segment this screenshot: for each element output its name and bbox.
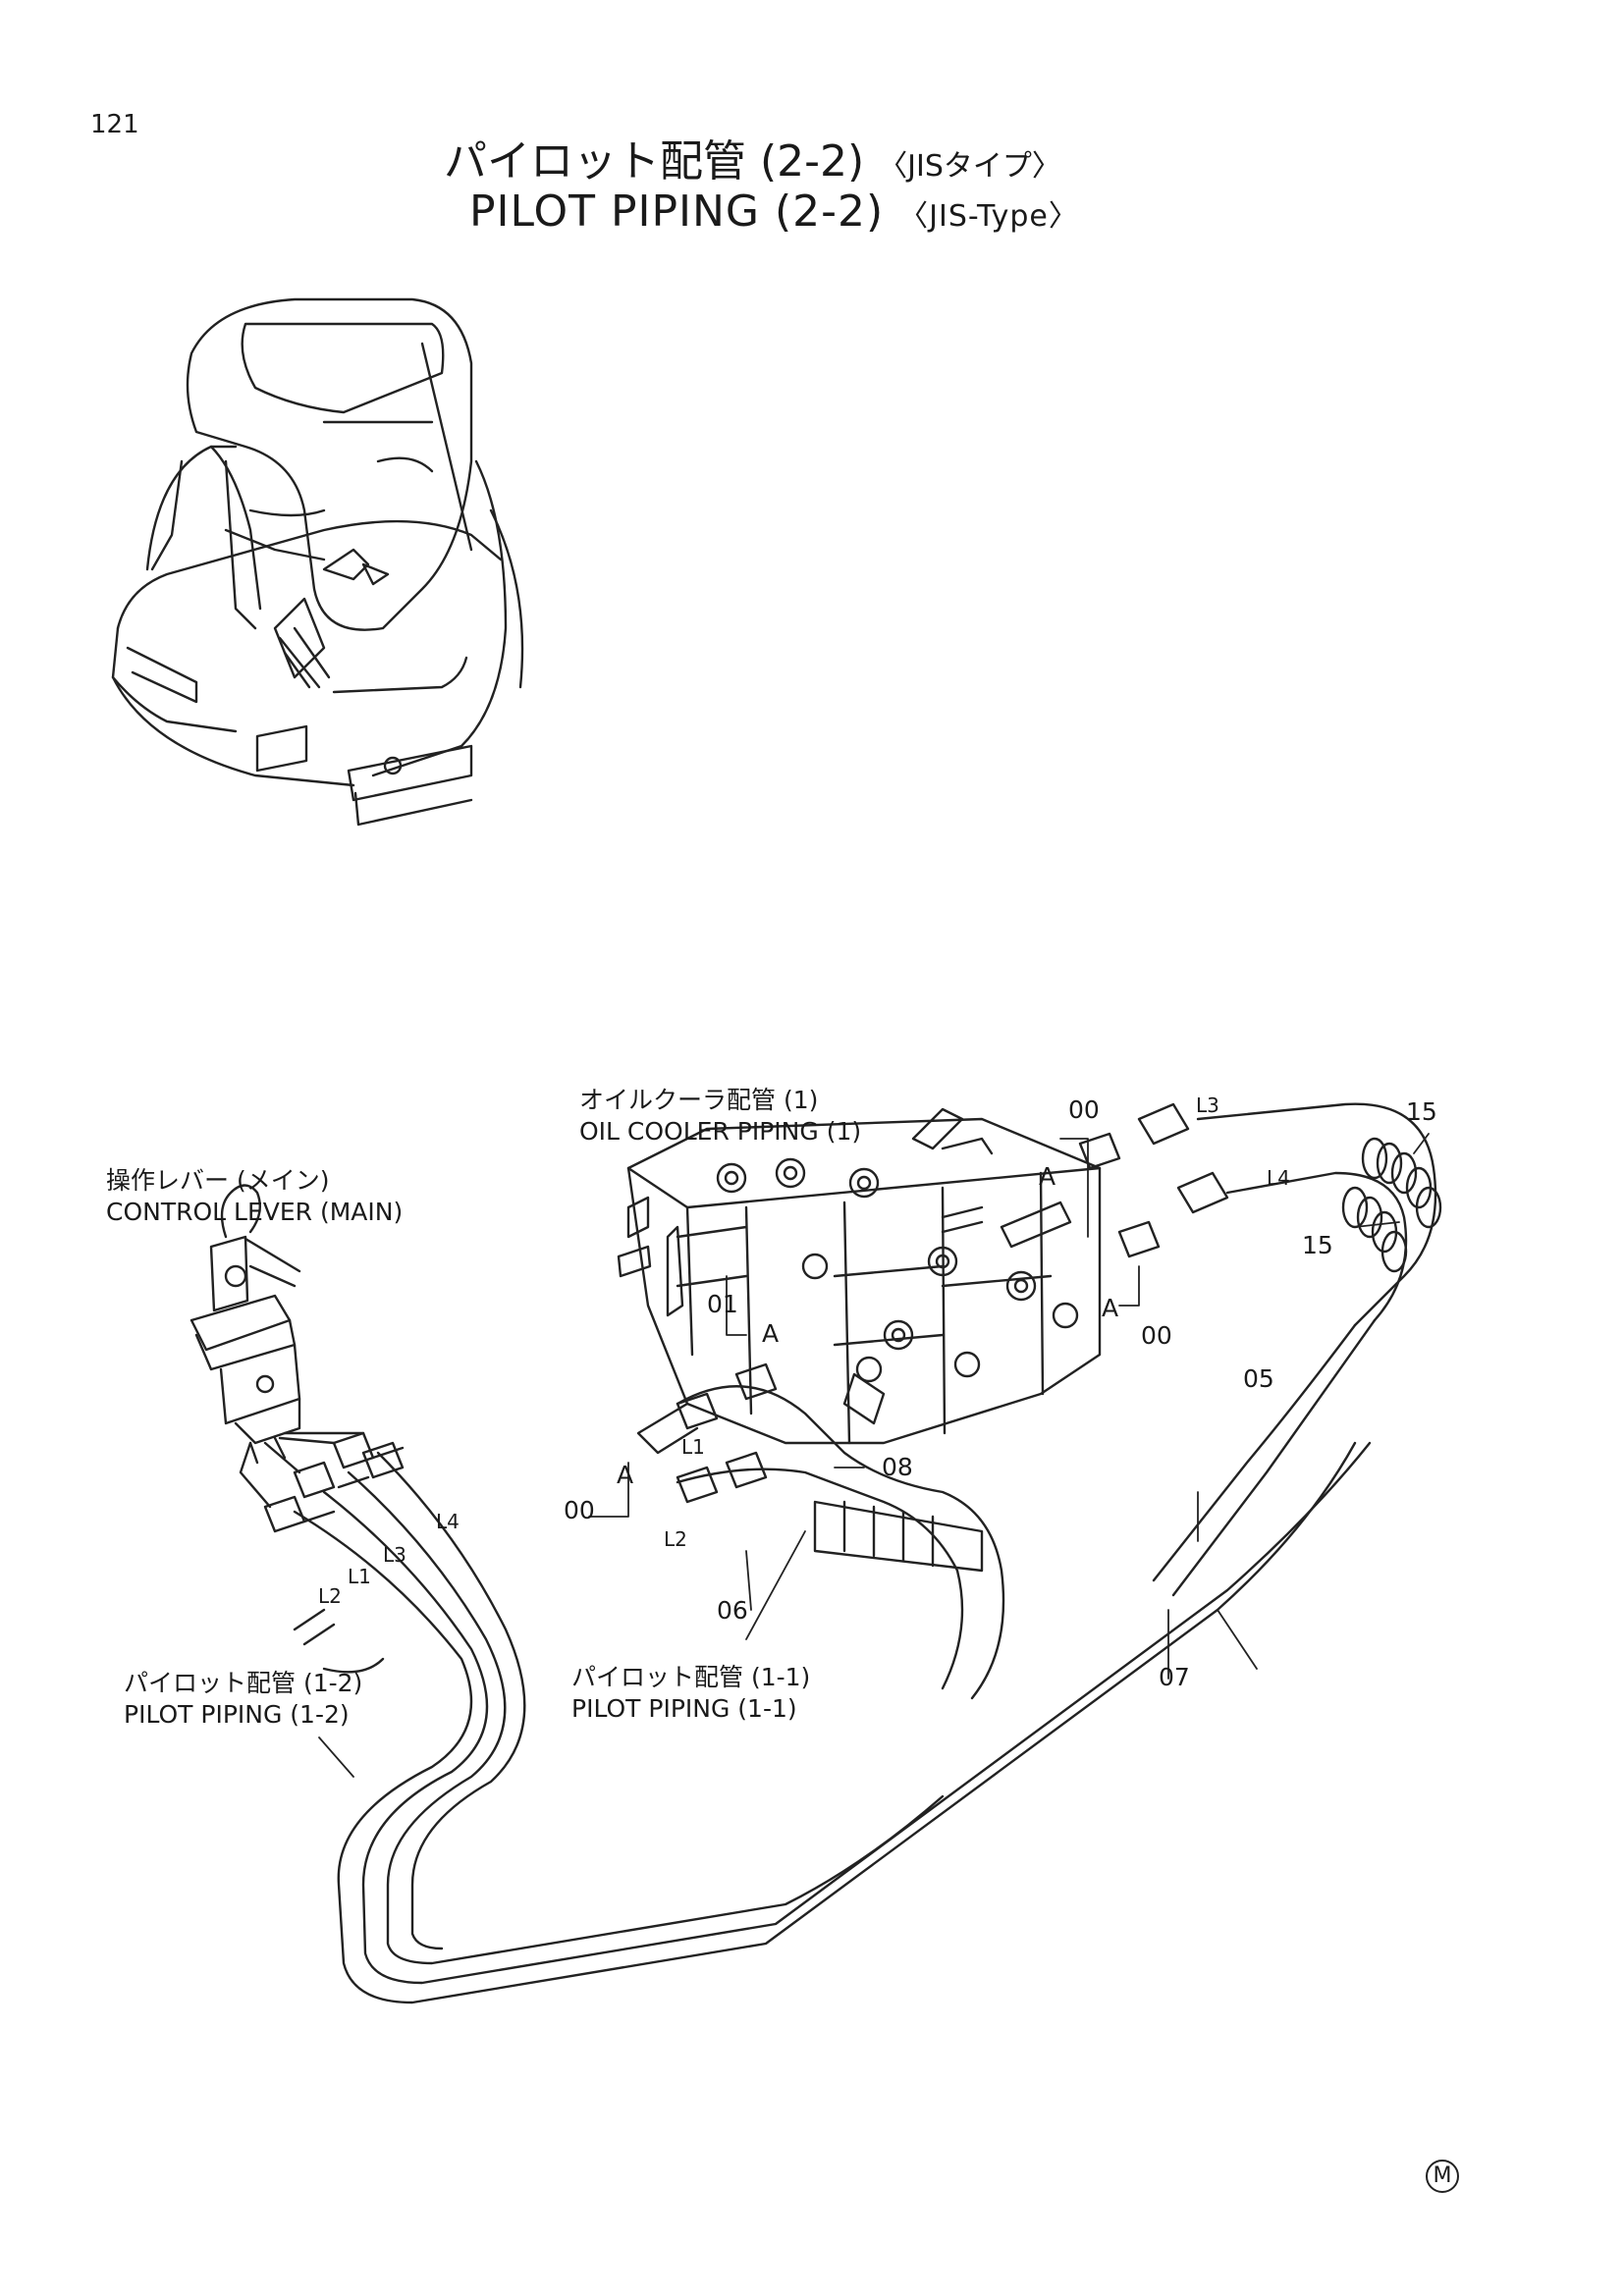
port-l1-valve: L1	[681, 1435, 705, 1459]
pilot-piping-1-1-label-en: PILOT PIPING (1-1)	[571, 1694, 797, 1723]
control-lever-label-jp: 操作レバー (メイン)	[106, 1166, 330, 1195]
port-l2-valve: L2	[664, 1527, 687, 1551]
callout-05: 05	[1243, 1364, 1274, 1393]
callout-00-left: 00	[564, 1496, 595, 1524]
oil-cooler-label-jp: オイルクーラ配管 (1)	[579, 1086, 819, 1114]
port-l3-valve: L3	[1196, 1094, 1219, 1117]
title-jp-sub: 〈JISタイプ〉	[878, 149, 1061, 184]
oil-cooler-label-en: OIL COOLER PIPING (1)	[579, 1117, 862, 1146]
page-number: 121	[90, 110, 139, 139]
leader-lines	[318, 1133, 1430, 1778]
pilot-piping-1-1-label-jp: パイロット配管 (1-1)	[571, 1663, 811, 1691]
port-l3-lever: L3	[383, 1543, 406, 1567]
callout-15-top: 15	[1406, 1097, 1437, 1126]
title-en-sub: 〈JIS-Type〉	[898, 199, 1079, 234]
callout-00-right: 00	[1141, 1321, 1172, 1350]
callout-01: 01	[707, 1290, 738, 1318]
port-l4-lever: L4	[436, 1510, 460, 1533]
title-japanese: パイロット配管 (2-2) 〈JISタイプ〉	[444, 126, 1061, 188]
marker-a-right: A	[1102, 1294, 1119, 1322]
control-lever-label-en: CONTROL LEVER (MAIN)	[106, 1198, 404, 1226]
port-l1-lever: L1	[348, 1565, 371, 1588]
control-lever-illustration	[189, 1184, 301, 1465]
hose-clamps	[1341, 1137, 1442, 1273]
callout-15-mid: 15	[1302, 1231, 1333, 1259]
port-l4-valve: L4	[1267, 1166, 1290, 1190]
marker-a-top: A	[1039, 1162, 1056, 1191]
marker-a-left: A	[617, 1461, 634, 1489]
title-en-main: PILOT PIPING (2-2)	[469, 187, 885, 237]
port-l2-lever: L2	[318, 1584, 342, 1608]
lever-hose-bundle	[293, 1441, 1372, 2004]
title-jp-main: パイロット配管 (2-2)	[444, 136, 865, 187]
corner-mark-m: M	[1426, 2160, 1459, 2193]
callout-00-top: 00	[1068, 1095, 1100, 1124]
callout-08: 08	[882, 1453, 913, 1481]
machine-overview-illustration	[111, 297, 524, 827]
valve-side-hoses	[676, 1102, 1437, 1700]
control-valve-illustration	[617, 1107, 1102, 1455]
callout-06: 06	[717, 1596, 748, 1625]
marker-a-mid: A	[762, 1319, 780, 1348]
lever-fittings	[239, 1431, 405, 1533]
pilot-piping-1-2-label-en: PILOT PIPING (1-2)	[124, 1700, 350, 1729]
title-english: PILOT PIPING (2-2) 〈JIS-Type〉	[469, 187, 1079, 237]
pilot-piping-1-2-label-jp: パイロット配管 (1-2)	[124, 1669, 363, 1697]
callout-07: 07	[1159, 1663, 1190, 1691]
